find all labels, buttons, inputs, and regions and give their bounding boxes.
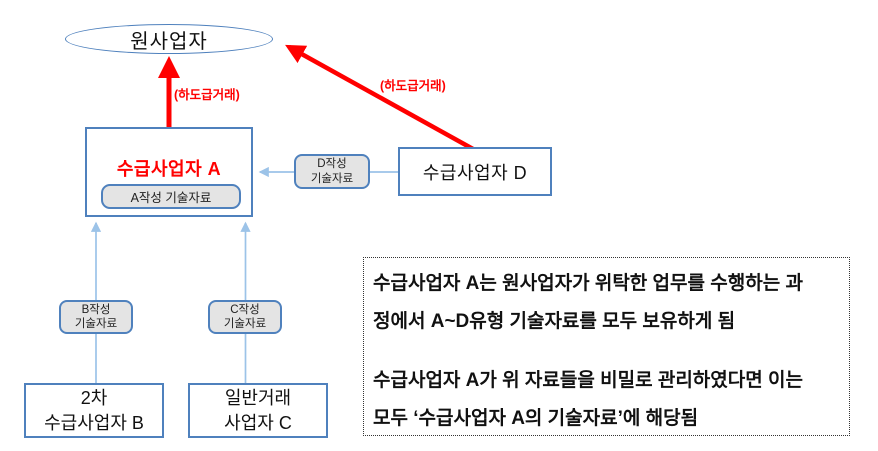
node-general-trade-c: 일반거래 사업자 C bbox=[188, 383, 328, 438]
node-subcontractor-a: 수급사업자 A A작성 기술자료 bbox=[85, 127, 253, 217]
secondary-subcontractor-b-label: 2차 수급사업자 B bbox=[44, 387, 144, 433]
subcontract-transaction-label-left: (하도급거래) bbox=[174, 88, 240, 102]
subcontract-arrow-d-to-prime bbox=[285, 44, 475, 151]
doc-chip-b: B작성 기술자료 bbox=[59, 300, 133, 334]
note-line: 수급사업자 A는 원사업자가 위탁한 업무를 수행하는 과 bbox=[373, 273, 803, 294]
general-trade-c-label: 일반거래 사업자 C bbox=[224, 387, 292, 433]
doc-chip-c: C작성 기술자료 bbox=[208, 300, 282, 334]
node-subcontractor-d: 수급사업자 D bbox=[398, 147, 552, 196]
note-line: 수급사업자 A가 위 자료들을 비밀로 관리하였다면 이는 bbox=[373, 370, 803, 391]
subcontract-transaction-label-right: (하도급거래) bbox=[380, 79, 446, 93]
note-paragraph-1: 수급사업자 A는 원사업자가 위탁한 업무를 수행하는 과 정에서 A~D유형 … bbox=[373, 265, 841, 341]
node-prime-contractor: 원사업자 bbox=[65, 24, 273, 54]
note-line: 모두 ‘수급사업자 A의 기술자료’에 해당됨 bbox=[373, 408, 699, 429]
doc-chip-d: D작성 기술자료 bbox=[294, 154, 370, 189]
prime-contractor-label: 원사업자 bbox=[130, 30, 208, 53]
node-secondary-subcontractor-b: 2차 수급사업자 B bbox=[24, 383, 164, 438]
note-paragraph-2: 수급사업자 A가 위 자료들을 비밀로 관리하였다면 이는 모두 ‘수급사업자 … bbox=[373, 362, 841, 438]
subcontractor-a-title: 수급사업자 A bbox=[116, 159, 222, 179]
doc-chip-a: A작성 기술자료 bbox=[101, 184, 241, 209]
subcontractor-d-label: 수급사업자 D bbox=[422, 162, 528, 183]
note-box: 수급사업자 A는 원사업자가 위탁한 업무를 수행하는 과 정에서 A~D유형 … bbox=[363, 257, 850, 436]
note-line: 정에서 A~D유형 기술자료를 모두 보유하게 됨 bbox=[373, 311, 736, 332]
